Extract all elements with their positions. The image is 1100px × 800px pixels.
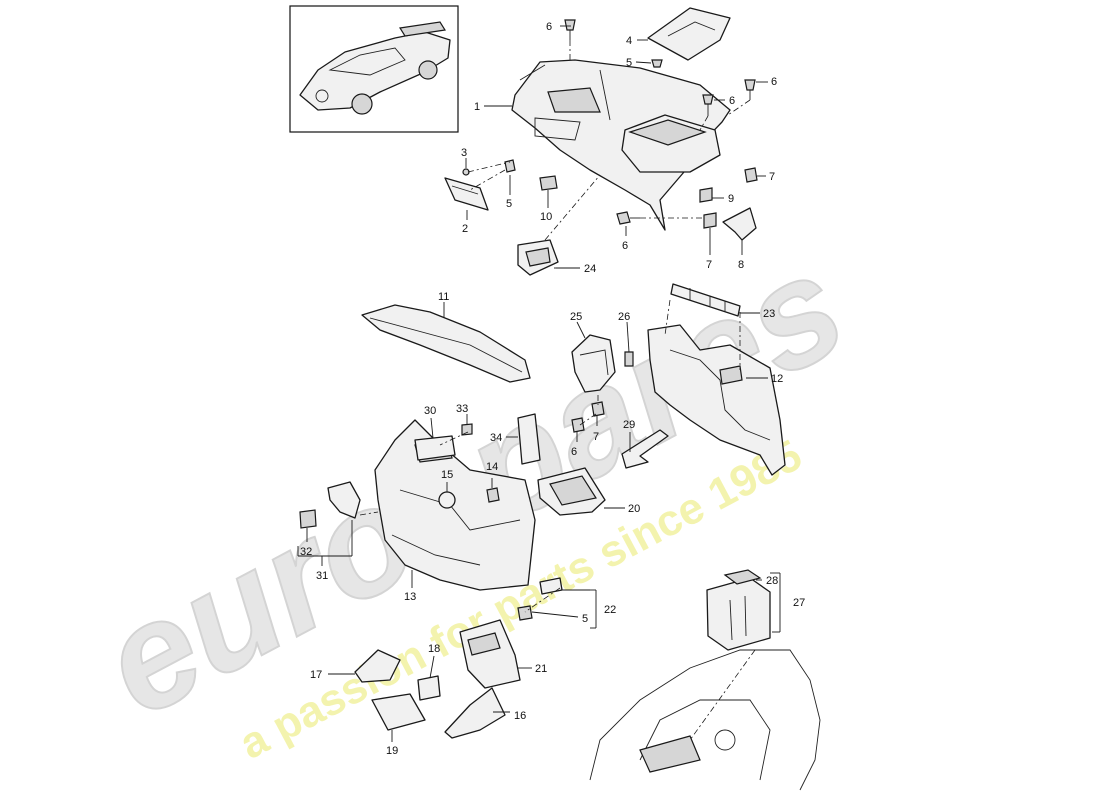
callout-19: 19 — [386, 745, 398, 757]
callout-24: 24 — [584, 263, 596, 275]
callout-4: 4 — [626, 35, 632, 47]
callout-18: 18 — [428, 643, 440, 655]
callout-1: 1 — [474, 101, 480, 113]
callout-31: 31 — [316, 570, 328, 582]
part-16-bracket — [444, 687, 506, 739]
callout-27: 27 — [793, 597, 805, 609]
callout-20: 20 — [628, 503, 640, 515]
callout-17: 17 — [310, 669, 322, 681]
part-31-latch — [327, 481, 361, 519]
callout-10: 10 — [540, 211, 552, 223]
part-34-strip — [517, 413, 541, 465]
vehicle-thumbnail — [289, 5, 459, 133]
callout-6-right: 6 — [771, 76, 777, 88]
callout-5-bottom: 5 — [582, 613, 588, 625]
callout-32: 32 — [300, 546, 312, 558]
callout-34: 34 — [490, 432, 502, 444]
callout-13: 13 — [404, 591, 416, 603]
callout-28: 28 — [766, 575, 778, 587]
callout-6-mid: 6 — [729, 95, 735, 107]
callout-21: 21 — [535, 663, 547, 675]
part-2-bracket — [444, 177, 489, 211]
callout-12: 12 — [771, 373, 783, 385]
car-body — [299, 31, 451, 111]
part-4-cover — [647, 7, 731, 61]
callout-29: 29 — [623, 419, 635, 431]
car-front-outline — [589, 649, 821, 791]
callout-6-top: 6 — [546, 21, 552, 33]
part-32-clip — [299, 509, 317, 529]
callout-9: 9 — [728, 193, 734, 205]
part-15-cap — [438, 491, 456, 509]
callout-6-bottom: 6 — [571, 446, 577, 458]
part-27-module — [706, 577, 771, 651]
callout-5-left: 5 — [506, 198, 512, 210]
callout-8: 8 — [738, 259, 744, 271]
part-29-strap — [621, 429, 669, 469]
callout-14: 14 — [486, 461, 498, 473]
part-11-panel — [361, 304, 531, 383]
callout-16: 16 — [514, 710, 526, 722]
part-1-rear-trim — [511, 59, 731, 231]
part-23-bar — [670, 283, 741, 317]
callouts: 1 2 3 4 5 5 5 6 6 6 6 6 7 7 7 8 9 — [297, 21, 805, 757]
callout-26: 26 — [618, 311, 630, 323]
part-14-fastener — [486, 487, 500, 503]
callout-11: 11 — [438, 291, 449, 303]
part-13-liner — [374, 419, 536, 591]
part-19-block — [371, 693, 426, 731]
part-18-clip — [417, 675, 441, 701]
callout-6-lower: 6 — [622, 240, 628, 252]
callout-5-top: 5 — [626, 57, 632, 69]
callout-2: 2 — [462, 223, 468, 235]
part-30-handle — [414, 435, 456, 461]
callout-22: 22 — [604, 604, 616, 616]
part-17-wedge — [354, 649, 401, 683]
callout-33: 33 — [456, 403, 468, 415]
callout-7-mid: 7 — [706, 259, 712, 271]
callout-3: 3 — [461, 147, 467, 159]
part-25-bracket — [571, 334, 616, 393]
callout-30: 30 — [424, 405, 436, 417]
part-28-cover — [723, 569, 762, 585]
part-12-side-trim — [647, 324, 786, 476]
callout-7-bottom: 7 — [593, 431, 599, 443]
callout-23: 23 — [763, 308, 775, 320]
callout-7-top: 7 — [769, 171, 775, 183]
fasteners — [462, 19, 758, 241]
callout-15: 15 — [441, 469, 453, 481]
callout-25: 25 — [570, 311, 582, 323]
connection-lines — [359, 40, 756, 741]
part-21-panel — [459, 619, 521, 689]
